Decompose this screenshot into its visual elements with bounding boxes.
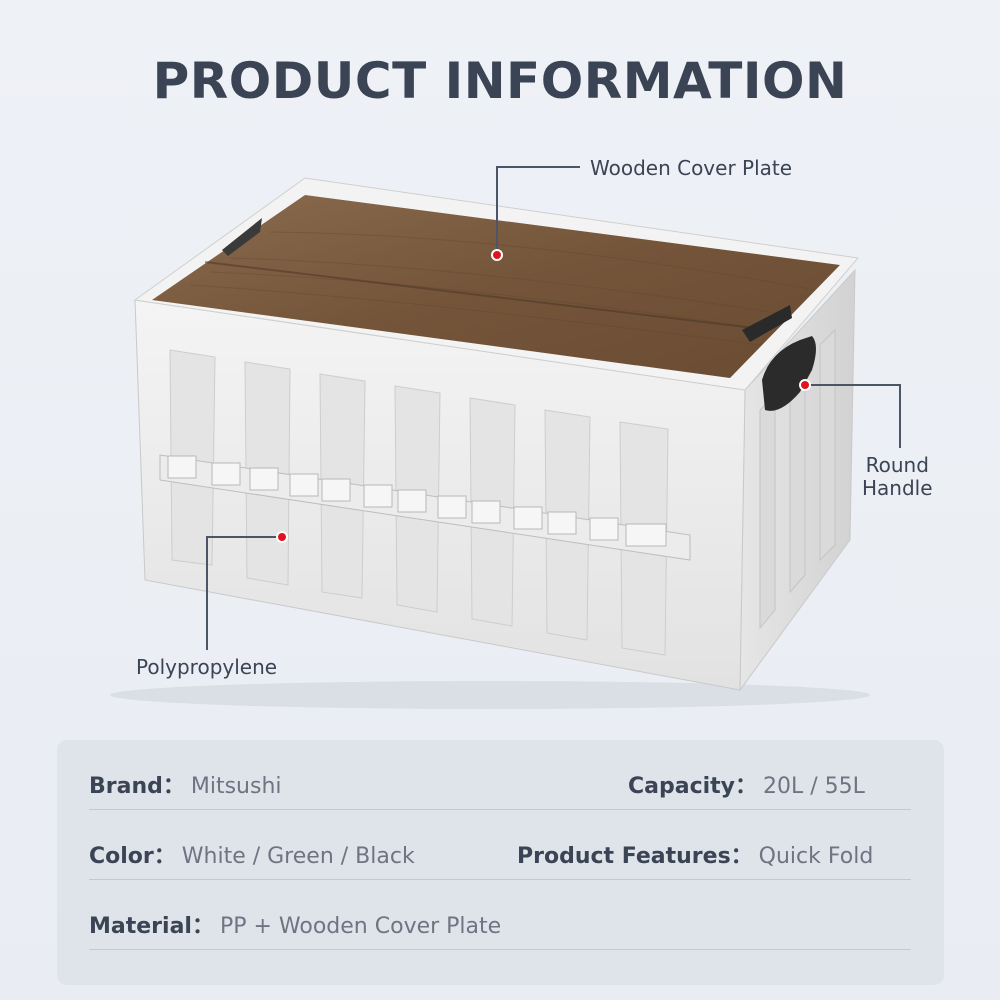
callout-handle-line2: Handle <box>862 476 933 500</box>
callout-polypropylene: Polypropylene <box>136 655 278 679</box>
round-handle-hole <box>762 336 816 411</box>
lid-seam <box>204 261 771 331</box>
spec-value: Mitsushi <box>190 774 282 799</box>
spec-material: Material：PP + Wooden Cover Plate <box>89 908 501 940</box>
page-title: PRODUCT INFORMATION <box>152 52 848 110</box>
spec-panel: Brand：Mitsushi Capacity：20L / 55L Color：… <box>57 740 944 985</box>
spec-brand: Brand：Mitsushi <box>89 768 282 800</box>
callout-round-handle: Round Handle <box>862 454 933 500</box>
lid-notch-left <box>222 218 262 256</box>
storage-box-illustration <box>110 166 901 709</box>
box-shadow <box>110 681 870 709</box>
wooden-cover-plate <box>152 195 840 378</box>
spec-row: Material：PP + Wooden Cover Plate <box>89 880 911 950</box>
spec-value: PP + Wooden Cover Plate <box>219 914 502 939</box>
wood-grain <box>189 231 816 346</box>
spec-capacity: Capacity：20L / 55L <box>628 768 865 800</box>
spec-color: Color：White / Green / Black <box>89 838 415 870</box>
spec-label: Material： <box>89 914 214 939</box>
spec-label: Product Features： <box>517 844 753 869</box>
spec-value: Quick Fold <box>758 844 874 869</box>
spec-label: Capacity： <box>628 774 758 799</box>
spec-row: Color：White / Green / Black Product Feat… <box>89 810 911 880</box>
callout-dots <box>276 249 811 543</box>
hinge-clips <box>167 455 667 547</box>
side-ribs <box>759 328 836 630</box>
callout-handle-line1: Round <box>865 453 929 477</box>
spec-value: White / Green / Black <box>181 844 415 869</box>
lid-notch-right <box>742 305 792 342</box>
spec-value: 20L / 55L <box>763 774 865 799</box>
spec-features: Product Features：Quick Fold <box>517 838 873 870</box>
spec-row: Brand：Mitsushi Capacity：20L / 55L <box>89 740 911 810</box>
callout-lines <box>206 166 901 650</box>
spec-label: Brand： <box>89 774 185 799</box>
callout-wooden-cover: Wooden Cover Plate <box>590 156 793 180</box>
spec-label: Color： <box>89 844 176 869</box>
